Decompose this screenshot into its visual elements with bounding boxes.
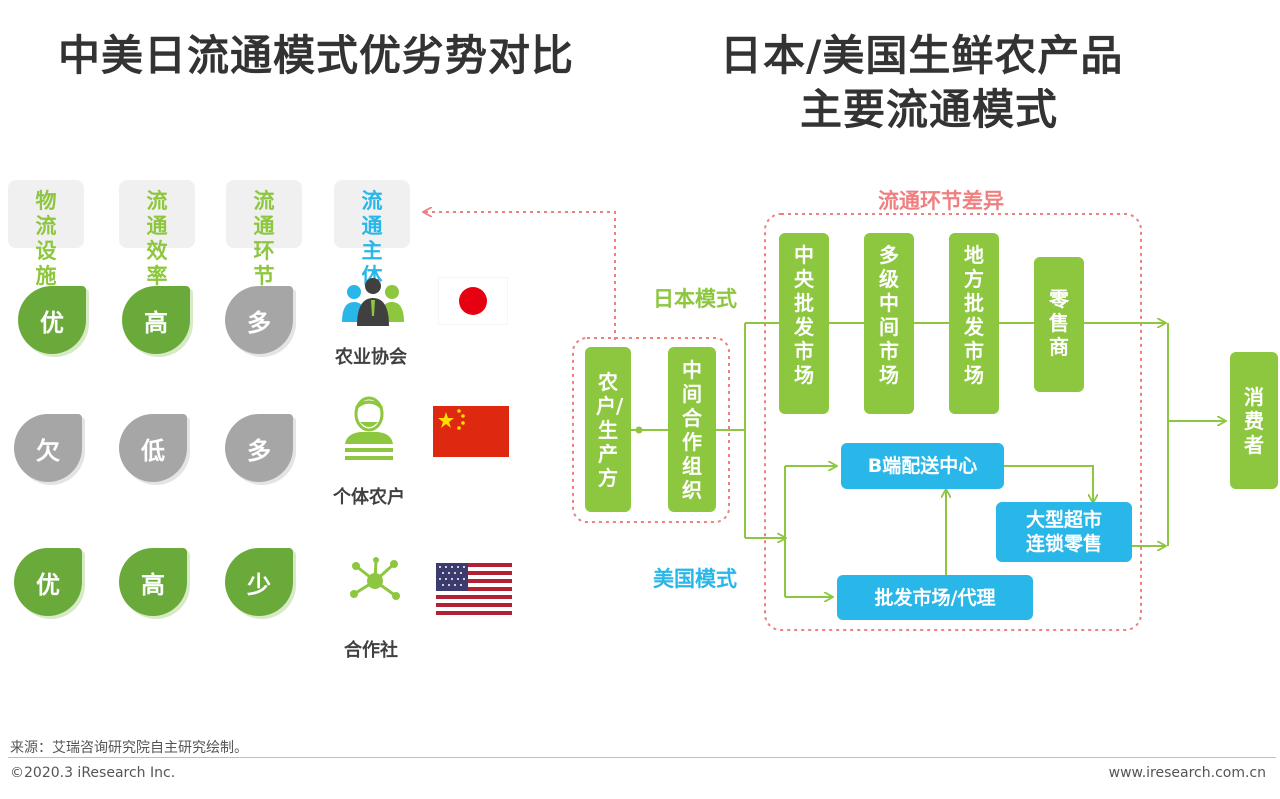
japan-flag-icon [438, 277, 508, 325]
japan-chain-retailer: 零售商 [1034, 257, 1084, 392]
farmer-box: 农户/生产方 [585, 347, 631, 512]
wholesale-agent-box: 批发市场/代理 [837, 575, 1033, 620]
supermarket-box: 大型超市连锁零售 [996, 502, 1132, 562]
website: www.iresearch.com.cn [1108, 765, 1266, 781]
entity-japan: 农业协会 [335, 347, 407, 368]
rating-china-logistics: 欠 [14, 414, 82, 482]
farmer-icon [345, 396, 393, 464]
supermarket-label: 大型超市连锁零售 [1025, 509, 1102, 555]
people-group-icon [342, 278, 404, 326]
japan-chain-central-wholesale: 中央批发市场 [779, 233, 829, 414]
usa-mode-label: 美国模式 [653, 567, 737, 591]
usa-flag-icon [436, 563, 512, 615]
consumer-label: 消费者 [1244, 384, 1264, 457]
entity-usa: 合作社 [344, 640, 398, 661]
coop-box: 中间合作组织 [668, 347, 716, 512]
footer-divider [8, 757, 1276, 758]
entity-china: 个体农户 [333, 487, 405, 508]
copyright: ©2020.3 iResearch Inc. [10, 765, 176, 781]
left-title: 中美日流通模式优劣势对比 [58, 31, 575, 80]
source-note: 来源：艾瑞咨询研究院自主研究绘制。 [10, 740, 248, 756]
rating-japan-efficiency: 高 [122, 286, 190, 354]
diff-label: 流通环节差异 [878, 189, 1004, 213]
local-wholesale-label: 地方批发市场 [964, 243, 984, 387]
b2b-distribution-box: B端配送中心 [841, 443, 1004, 489]
central-wholesale-label: 中央批发市场 [794, 243, 814, 387]
rating-china-efficiency: 低 [119, 414, 187, 482]
rating-usa-efficiency: 高 [119, 548, 187, 616]
rating-japan-links: 多 [225, 286, 293, 354]
coop-label: 中间合作组织 [682, 357, 702, 502]
consumer-box: 消费者 [1230, 352, 1278, 489]
rating-japan-logistics: 优 [18, 286, 86, 354]
header-links: 流通环节 [226, 180, 302, 288]
rating-usa-links: 少 [225, 548, 293, 616]
right-title-line1: 日本/美国生鲜农产品 [720, 31, 1124, 80]
japan-chain-local-wholesale: 地方批发市场 [949, 233, 999, 414]
china-flag-icon [433, 406, 509, 457]
japan-mode-label: 日本模式 [653, 287, 737, 311]
header-logistics: 物流设施 [8, 180, 84, 288]
retailer-label: 零售商 [1049, 287, 1069, 359]
network-icon [350, 557, 400, 600]
right-title-line2: 主要流通模式 [800, 85, 1059, 134]
farmer-label: 农户/生产方 [596, 369, 624, 490]
rating-usa-logistics: 优 [14, 548, 82, 616]
rating-china-links: 多 [225, 414, 293, 482]
japan-chain-multi-level: 多级中间市场 [864, 233, 914, 414]
header-efficiency: 流通效率 [119, 180, 195, 288]
header-entity: 流通主体 [334, 180, 410, 288]
multi-level-label: 多级中间市场 [879, 243, 899, 387]
